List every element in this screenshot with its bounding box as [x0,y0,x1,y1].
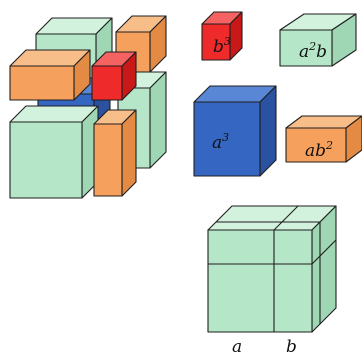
a-cubed-box-side-face [259,85,277,177]
assembled-front-orange-column-side-face [121,109,137,197]
a-cubed-piece [193,85,277,177]
full-cube-box-front-face [207,229,313,333]
assembled-red-small-cube [91,51,137,101]
assembled-front-green-block-front-face [9,121,83,199]
a-squared-b-box-front-face [279,29,333,67]
a-cubed-box [193,85,277,177]
assembled-front-green-block [9,105,99,199]
b-cubed-piece [201,11,243,61]
a-squared-b-box [279,13,357,67]
a-b-squared-piece [285,115,362,163]
full-cube-side-horizontal-split [311,239,337,265]
a-cubed-label: a3 [212,131,229,153]
a-b-squared-box-front-face [285,127,347,163]
assembled-left-orange-slab [9,49,91,101]
a-b-squared-box [285,115,362,163]
assembled-right-green-column-side-face [149,71,167,169]
assembled-front-orange-column-front-face [93,123,123,197]
b-cubed-box-front-face [201,23,231,61]
b-cubed-label: b3 [213,35,231,57]
assembled-red-small-cube-front-face [91,65,123,101]
a-squared-b-piece [279,13,357,67]
assembled-cube-exploded [9,15,167,199]
assembled-left-orange-slab-front-face [9,65,75,101]
a-b-squared-label: ab2 [305,139,333,161]
full-sum-cube [207,205,337,333]
a-squared-b-label: a2b [299,40,327,62]
axis-b-label: b [286,337,297,356]
a-cubed-box-front-face [193,101,261,177]
axis-a-label: a [232,337,242,356]
full-cube-top-a-b-split [273,205,299,231]
full-cube-box [207,205,337,333]
b-cubed-box [201,11,243,61]
assembled-front-orange-column [93,109,137,197]
